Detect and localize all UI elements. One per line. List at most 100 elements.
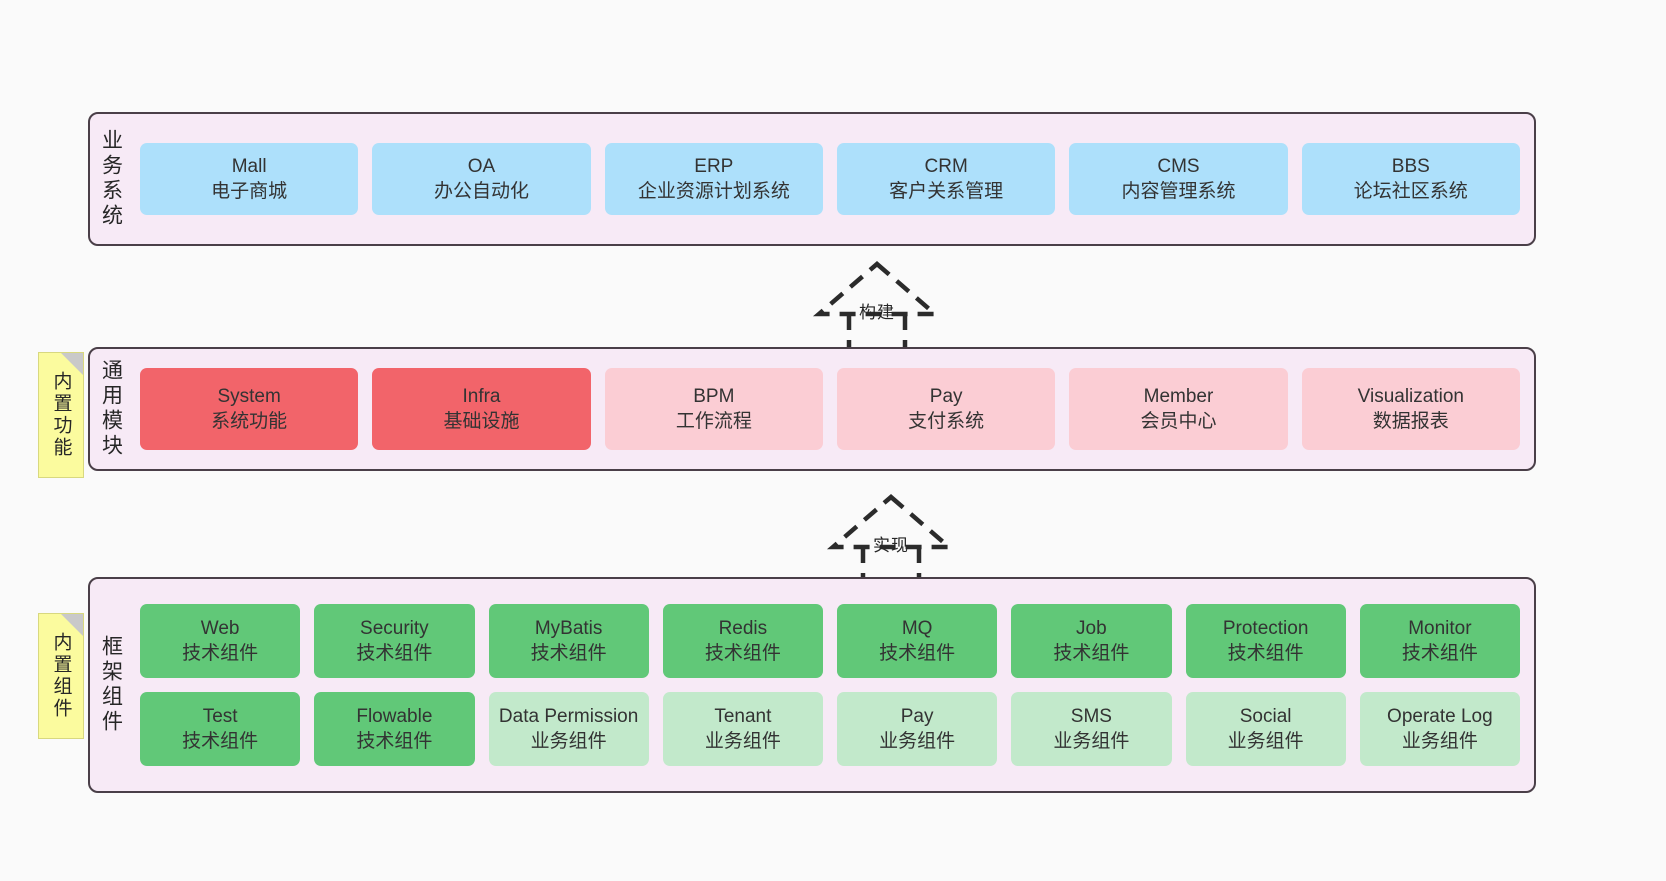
card-mq[interactable]: MQ 技术组件	[837, 604, 998, 678]
card-operate-log[interactable]: Operate Log 业务组件	[1359, 692, 1520, 766]
card-system[interactable]: System 系统功能	[140, 368, 359, 450]
card-title-en: Visualization	[1357, 385, 1464, 407]
card-title-cn: 工作流程	[675, 411, 752, 432]
card-web[interactable]: Web 技术组件	[140, 604, 301, 678]
card-title-en: Pay	[900, 705, 934, 727]
card-title-en: BPM	[693, 385, 735, 407]
card-title-cn: 技术组件	[879, 643, 956, 664]
card-member[interactable]: Member 会员中心	[1069, 368, 1288, 450]
card-title-en: MyBatis	[534, 617, 603, 639]
card-title-cn: 数据报表	[1372, 411, 1449, 432]
card-title-en: Test	[202, 705, 238, 727]
layer-title-business-system: 业务系统	[99, 129, 123, 229]
card-title-en: BBS	[1391, 155, 1430, 177]
card-title-cn: 电子商城	[211, 181, 288, 202]
card-sms[interactable]: SMS 业务组件	[1011, 692, 1172, 766]
connector-label-build: 构建	[859, 303, 895, 322]
card-title-en: Monitor	[1408, 617, 1472, 639]
card-pay-business[interactable]: Pay 业务组件	[837, 692, 998, 766]
connector-label-implement: 实现	[873, 536, 909, 555]
card-crm[interactable]: CRM 客户关系管理	[836, 143, 1056, 215]
card-title-en: Data Permission	[498, 705, 639, 727]
card-title-cn: 业务组件	[1401, 731, 1478, 752]
card-title-en: Redis	[718, 617, 768, 639]
note-label: 内置功能	[50, 371, 72, 459]
card-title-cn: 业务组件	[1053, 731, 1130, 752]
arrow-head-triangle	[812, 261, 942, 317]
card-title-cn: 技术组件	[1053, 643, 1130, 664]
note-builtin-component: 内置组件	[38, 613, 84, 739]
card-title-en: Tenant	[714, 705, 772, 727]
card-title-cn: 技术组件	[530, 643, 607, 664]
card-title-en: System	[217, 385, 281, 407]
card-mall[interactable]: Mall 电子商城	[140, 143, 359, 215]
arrow-head-triangle	[826, 494, 956, 550]
card-title-cn: 技术组件	[356, 731, 433, 752]
card-bpm[interactable]: BPM 工作流程	[604, 368, 823, 450]
card-tenant[interactable]: Tenant 业务组件	[662, 692, 823, 766]
card-mybatis[interactable]: MyBatis 技术组件	[488, 604, 649, 678]
card-title-cn: 办公自动化	[433, 181, 529, 202]
card-title-cn: 业务组件	[879, 731, 956, 752]
card-test[interactable]: Test 技术组件	[140, 692, 301, 766]
card-data-permission[interactable]: Data Permission 业务组件	[488, 692, 649, 766]
card-title-cn: 会员中心	[1140, 411, 1217, 432]
card-title-cn: 基础设施	[443, 411, 520, 432]
card-title-cn: 技术组件	[704, 643, 781, 664]
card-title-cn: 技术组件	[1401, 643, 1478, 664]
layer-body-framework-component: Web 技术组件 Security 技术组件 MyBatis 技术组件 Redi…	[132, 579, 1534, 791]
card-title-en: Web	[200, 617, 240, 639]
card-title-en: OA	[467, 155, 496, 177]
layer-common-module: 通用模块 System 系统功能 Infra 基础设施 BPM 工作流程 Pay…	[88, 347, 1536, 471]
card-title-en: ERP	[694, 155, 734, 177]
connector-implement: 实现	[811, 491, 971, 587]
card-cms[interactable]: CMS 内容管理系统	[1069, 143, 1288, 215]
card-redis[interactable]: Redis 技术组件	[662, 604, 823, 678]
card-title-cn: 业务组件	[704, 731, 781, 752]
note-label: 内置组件	[50, 632, 72, 720]
card-pay[interactable]: Pay 支付系统	[836, 368, 1056, 450]
layer-title-framework-component: 框架组件	[99, 635, 123, 735]
card-title-cn: 企业资源计划系统	[637, 181, 790, 202]
card-infra[interactable]: Infra 基础设施	[372, 368, 591, 450]
card-social[interactable]: Social 业务组件	[1185, 692, 1346, 766]
framework-row-business: Test 技术组件 Flowable 技术组件 Data Permission …	[140, 692, 1520, 766]
card-title-en: Flowable	[356, 705, 433, 727]
card-title-en: Job	[1076, 617, 1107, 639]
card-monitor[interactable]: Monitor 技术组件	[1359, 604, 1520, 678]
card-title-en: MQ	[901, 617, 933, 639]
card-title-en: Member	[1143, 385, 1214, 407]
card-title-cn: 技术组件	[1227, 643, 1304, 664]
card-title-en: Pay	[929, 385, 963, 407]
card-title-en: Mall	[231, 155, 267, 177]
card-title-en: Social	[1239, 705, 1292, 727]
layer-body-common-module: System 系统功能 Infra 基础设施 BPM 工作流程 Pay 支付系统…	[132, 349, 1534, 469]
card-title-cn: 业务组件	[530, 731, 607, 752]
card-erp[interactable]: ERP 企业资源计划系统	[604, 143, 823, 215]
card-title-cn: 技术组件	[182, 643, 259, 664]
note-builtin-function: 内置功能	[38, 352, 84, 478]
layer-business-system: 业务系统 Mall 电子商城 OA 办公自动化 ERP 企业资源计划系统 CRM…	[88, 112, 1536, 246]
card-title-cn: 客户关系管理	[889, 181, 1004, 202]
card-title-en: Security	[360, 617, 429, 639]
layer-body-business-system: Mall 电子商城 OA 办公自动化 ERP 企业资源计划系统 CRM 客户关系…	[132, 114, 1534, 244]
card-security[interactable]: Security 技术组件	[314, 604, 475, 678]
card-bbs[interactable]: BBS 论坛社区系统	[1301, 143, 1520, 215]
card-title-en: CMS	[1157, 155, 1200, 177]
card-title-en: Operate Log	[1387, 705, 1493, 727]
card-oa[interactable]: OA 办公自动化	[372, 143, 591, 215]
card-title-cn: 系统功能	[211, 411, 288, 432]
card-protection[interactable]: Protection 技术组件	[1185, 604, 1346, 678]
card-visualization[interactable]: Visualization 数据报表	[1301, 368, 1520, 450]
card-job[interactable]: Job 技术组件	[1011, 604, 1172, 678]
framework-row-technical: Web 技术组件 Security 技术组件 MyBatis 技术组件 Redi…	[140, 604, 1520, 678]
card-flowable[interactable]: Flowable 技术组件	[314, 692, 475, 766]
layer-framework-component: 框架组件 Web 技术组件 Security 技术组件 MyBatis 技术组件…	[88, 577, 1536, 793]
connector-build: 构建	[797, 258, 957, 354]
layer-title-common-module: 通用模块	[99, 359, 123, 459]
card-title-en: Protection	[1222, 617, 1309, 639]
card-title-cn: 业务组件	[1227, 731, 1304, 752]
card-title-cn: 支付系统	[908, 411, 985, 432]
card-title-cn: 内容管理系统	[1121, 181, 1236, 202]
